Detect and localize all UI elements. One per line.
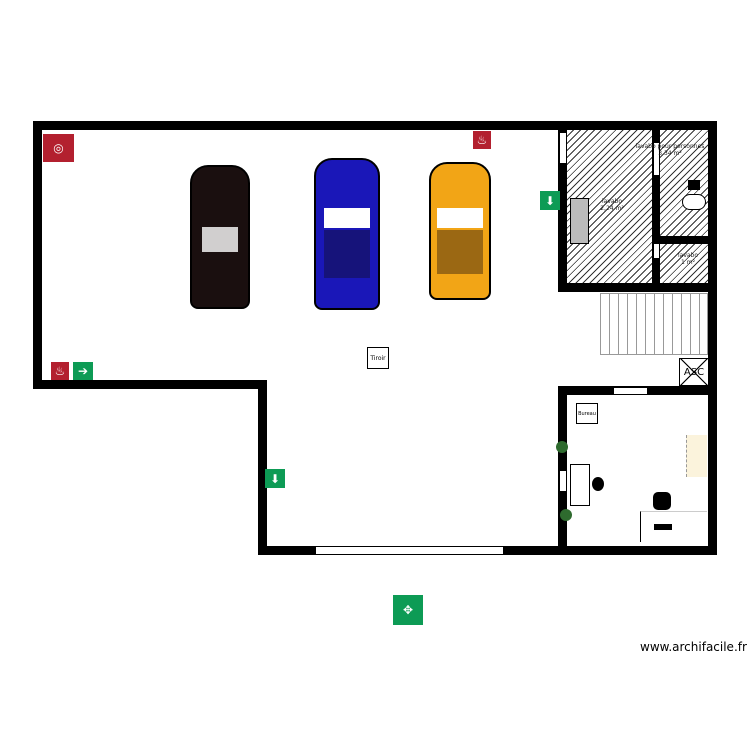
wall-lower-left — [258, 380, 267, 555]
car-orange — [429, 162, 491, 300]
exit-arrow-right-icon: ➔ — [73, 362, 93, 380]
window-office — [613, 387, 648, 395]
chair — [592, 477, 604, 491]
fire-hose-icon: ◎ — [43, 134, 74, 162]
room-name: lavabo pour personnes — [635, 143, 705, 150]
room-area: 3,34 m² — [658, 150, 682, 157]
window-bottom — [315, 546, 505, 555]
desk-corner — [640, 511, 707, 542]
elevator-label: ASC — [683, 366, 705, 378]
watermark[interactable]: www.archifacile.fr — [640, 640, 747, 654]
room-area: 1 m² — [681, 259, 695, 266]
desk[interactable] — [570, 464, 590, 506]
staircase[interactable] — [600, 293, 708, 355]
chair — [653, 492, 671, 510]
plant-icon — [560, 509, 572, 521]
wall-top — [33, 121, 717, 130]
wall-bottom-right — [503, 546, 717, 555]
exit-arrow-down-icon: ⬇ — [265, 469, 285, 488]
lavabo-small-room — [660, 244, 708, 283]
wall-left — [33, 121, 42, 389]
car-black — [190, 165, 250, 309]
wall-sanitary-divider — [652, 121, 660, 292]
tiroir-label: Tiroir — [370, 354, 386, 362]
office-box: Bureau — [576, 403, 598, 424]
room-area: 2,24 m² — [600, 205, 624, 212]
wall-sanitary-inner — [652, 236, 717, 244]
plant-icon — [556, 441, 568, 453]
room-name: lavabo — [677, 252, 699, 259]
door-sanitary — [559, 132, 567, 164]
room-name: lavabo — [601, 198, 623, 205]
wall-middle-horizontal — [33, 380, 267, 389]
wall-bottom-left — [258, 546, 315, 555]
elevator[interactable]: ASC — [679, 358, 709, 386]
wall-right — [708, 121, 717, 555]
fire-extinguisher-icon: ♨ — [473, 131, 491, 149]
tiroir-box: Tiroir — [367, 347, 389, 369]
wall-sanitary-bottom — [558, 283, 717, 292]
grab-bar — [688, 180, 700, 190]
office-box-label: Bureau — [578, 410, 596, 417]
exit-arrow-down-icon: ⬇ — [540, 191, 560, 210]
window-office-left — [559, 470, 567, 492]
door-pmr — [653, 142, 660, 176]
toilet — [682, 194, 706, 210]
fire-extinguisher-icon: ♨ — [51, 362, 69, 380]
keyboard — [654, 524, 672, 530]
car-blue — [314, 158, 380, 310]
assembly-point-icon: ✥ — [393, 595, 423, 625]
sink-unit — [570, 198, 589, 244]
wall-sanitary-left — [558, 121, 567, 292]
cabinet — [686, 435, 707, 477]
lavabo-pmr-room — [660, 130, 708, 236]
